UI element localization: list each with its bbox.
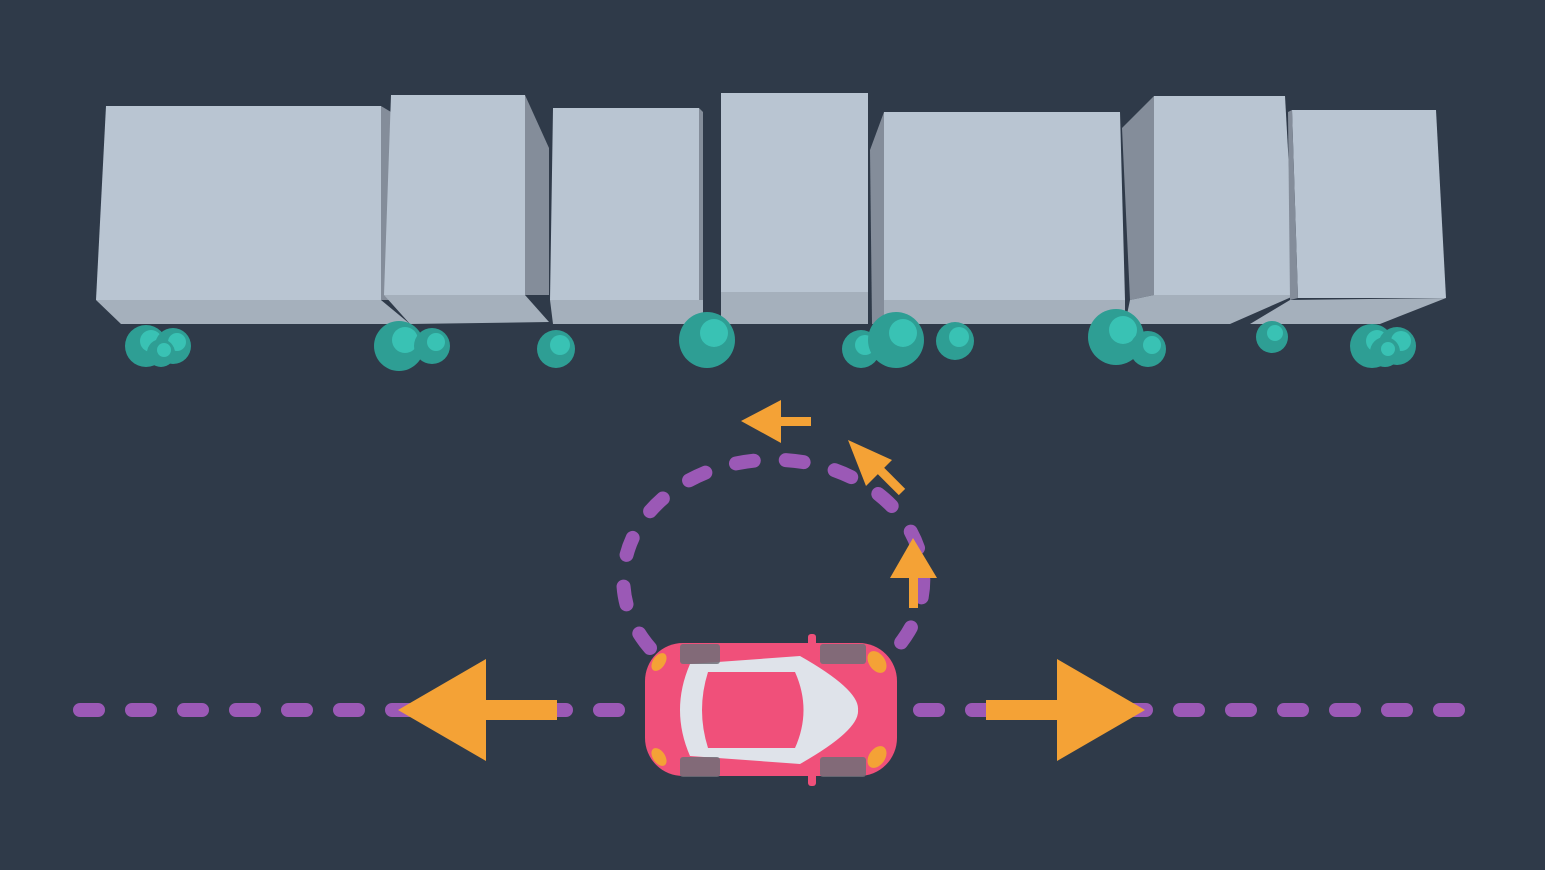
- building-icon: [1122, 96, 1296, 324]
- tree-icon: [537, 330, 575, 368]
- arrow-left-icon: [398, 659, 557, 761]
- tree-icon: [842, 312, 924, 368]
- tree-icon: [1088, 309, 1166, 367]
- curved-arrow-icon: [741, 400, 937, 608]
- car-top-view-icon: [645, 634, 897, 786]
- trees-row: [125, 309, 1416, 371]
- buildings-row: [96, 93, 1446, 324]
- building-icon: [870, 112, 1125, 324]
- tree-icon: [125, 325, 191, 367]
- tree-icon: [374, 321, 450, 371]
- building-icon: [384, 95, 549, 324]
- building-icon: [550, 108, 703, 324]
- building-icon: [721, 93, 868, 324]
- building-icon: [1250, 110, 1446, 324]
- tree-icon: [1350, 324, 1416, 368]
- tree-icon: [1256, 321, 1288, 353]
- tree-icon: [679, 312, 735, 368]
- building-icon: [96, 106, 410, 324]
- tree-icon: [936, 322, 974, 360]
- arrow-right-icon: [986, 659, 1145, 761]
